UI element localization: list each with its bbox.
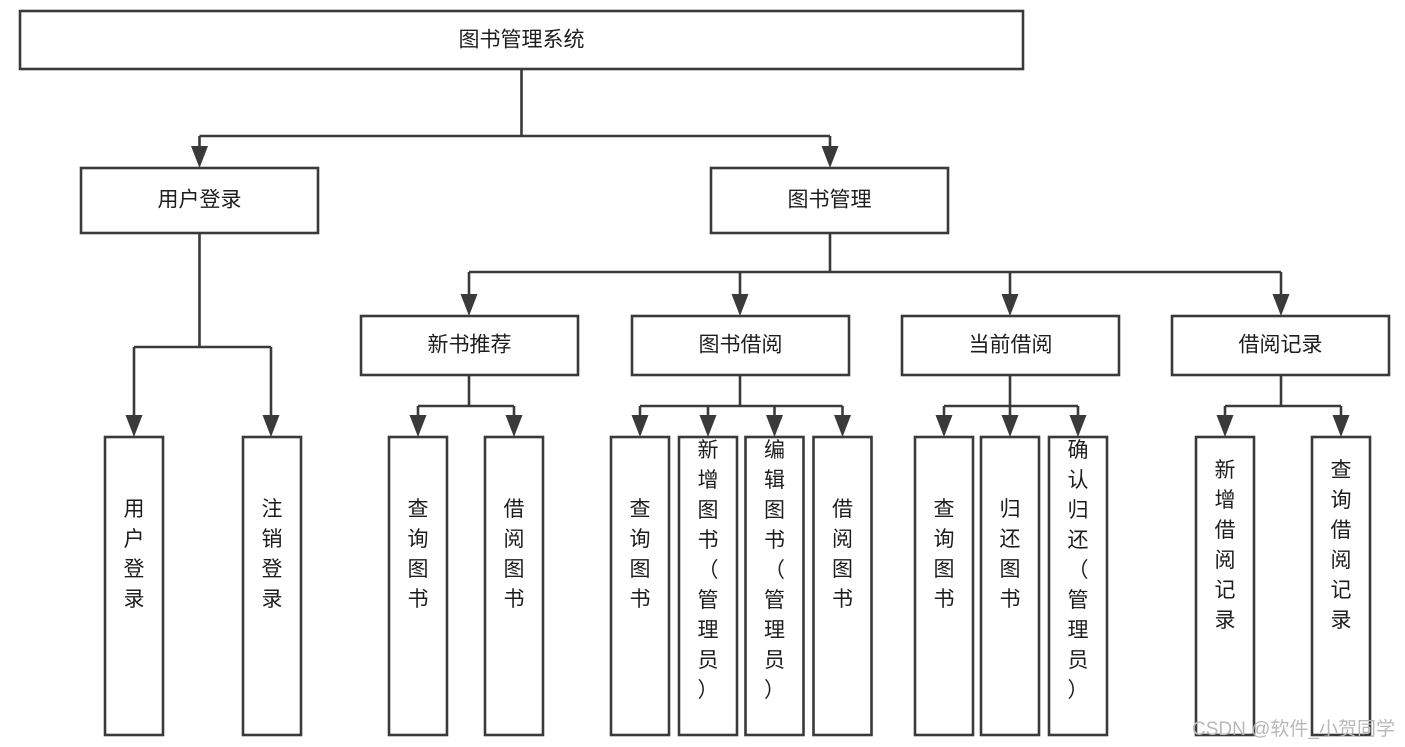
node-leaf-borrow-book-1[interactable]: 借阅图书 (483, 435, 545, 737)
node-leaf-return-book-box[interactable] (979, 435, 1041, 737)
node-leaf-edit-book-admin-label: 编辑图书（管理员） (764, 439, 785, 702)
node-borrow-record-label: 借阅记录 (1239, 334, 1323, 357)
arrow-head-leaf-query-book-1 (409, 415, 427, 437)
node-leaf-user-login[interactable]: 用户登录 (103, 435, 165, 737)
node-leaf-query-book-1-box[interactable] (387, 435, 449, 737)
node-leaf-confirm-return-admin-box[interactable] (1047, 435, 1109, 737)
node-leaf-borrow-book-1-box[interactable] (483, 435, 545, 737)
node-leaf-confirm-return-admin-label: 确认归还（管理员） (1068, 439, 1089, 702)
node-book-management-label: 图书管理 (788, 189, 872, 212)
node-leaf-query-book-3-box[interactable] (913, 435, 975, 737)
node-leaf-query-book-1[interactable]: 查询图书 (387, 435, 449, 737)
node-leaf-logout-login-label: 注销登录 (262, 498, 283, 611)
connector-group-borrow-record (1216, 375, 1350, 437)
arrow-head-leaf-edit-book-admin (766, 415, 783, 437)
node-new-book-recommend-label: 新书推荐 (428, 334, 512, 357)
node-leaf-add-book-admin-box[interactable] (677, 435, 739, 737)
node-book-borrow[interactable]: 图书借阅 (630, 314, 851, 377)
node-book-management-box[interactable] (709, 166, 950, 235)
node-leaf-add-book-admin-label: 新增图书（管理员） (698, 439, 719, 702)
node-root-box[interactable] (18, 9, 1025, 71)
node-leaf-logout-login[interactable]: 注销登录 (241, 435, 303, 737)
node-borrow-record-box[interactable] (1170, 314, 1391, 377)
arrow-head-leaf-confirm-return-admin (1069, 415, 1087, 437)
node-leaf-edit-book-admin[interactable]: 编辑图书（管理员） (744, 435, 805, 737)
node-leaf-query-book-2[interactable]: 查询图书 (609, 435, 671, 737)
node-borrow-record[interactable]: 借阅记录 (1170, 314, 1391, 377)
node-leaf-query-book-2-label: 查询图书 (630, 498, 651, 611)
connector-group-user-login (125, 233, 280, 437)
arrow-head-leaf-query-borrow-record (1332, 415, 1350, 437)
arrow-head-user-login (191, 146, 208, 168)
connector-group-book-management (460, 233, 1290, 316)
node-leaf-logout-login-box[interactable] (241, 435, 303, 737)
node-new-book-recommend-box[interactable] (359, 314, 580, 377)
connector-group-root (191, 69, 839, 168)
arrow-head-leaf-add-book-admin (699, 415, 717, 437)
node-root-label: 图书管理系统 (459, 29, 585, 52)
node-leaf-user-login-label: 用户登录 (124, 498, 145, 611)
arrow-head-leaf-borrow-book-2 (834, 415, 851, 437)
node-current-borrow-label: 当前借阅 (969, 334, 1053, 357)
node-leaf-return-book[interactable]: 归还图书 (979, 435, 1041, 737)
arrow-head-book-borrow (731, 294, 749, 316)
node-book-borrow-box[interactable] (630, 314, 851, 377)
node-leaf-user-login-box[interactable] (103, 435, 165, 737)
node-leaf-add-borrow-record[interactable]: 新增借阅记录 (1194, 435, 1256, 737)
connector-group-current-borrow (935, 375, 1087, 437)
node-leaf-query-book-3[interactable]: 查询图书 (913, 435, 975, 737)
arrow-head-leaf-logout-login (262, 415, 280, 437)
node-book-borrow-label: 图书借阅 (699, 334, 783, 357)
node-current-borrow[interactable]: 当前借阅 (900, 314, 1121, 377)
arrow-head-leaf-borrow-book-1 (505, 415, 523, 437)
connector-group-book-borrow (631, 375, 851, 437)
arrow-head-leaf-add-borrow-record (1216, 415, 1234, 437)
node-leaf-edit-book-admin-box[interactable] (744, 435, 805, 737)
node-leaf-borrow-book-2-label: 借阅图书 (832, 498, 853, 611)
node-book-management[interactable]: 图书管理 (709, 166, 950, 235)
arrow-head-leaf-user-login (125, 415, 143, 437)
node-leaf-add-book-admin[interactable]: 新增图书（管理员） (677, 435, 739, 737)
node-leaf-query-borrow-record-label: 查询借阅记录 (1331, 459, 1352, 632)
node-leaf-borrow-book-2-box[interactable] (812, 435, 873, 737)
arrow-head-book-management (821, 146, 839, 168)
arrow-head-leaf-query-book-2 (631, 415, 649, 437)
node-user-login-box[interactable] (79, 166, 320, 235)
arrow-head-leaf-query-book-3 (935, 415, 953, 437)
connector-group-new-book-recommend (409, 375, 523, 437)
node-leaf-add-borrow-record-label: 新增借阅记录 (1215, 459, 1236, 632)
node-root[interactable]: 图书管理系统 (18, 9, 1025, 71)
node-leaf-borrow-book-2[interactable]: 借阅图书 (812, 435, 873, 737)
node-new-book-recommend[interactable]: 新书推荐 (359, 314, 580, 377)
node-leaf-query-borrow-record-box[interactable] (1310, 435, 1372, 737)
node-leaf-query-book-2-box[interactable] (609, 435, 671, 737)
node-current-borrow-box[interactable] (900, 314, 1121, 377)
node-leaf-confirm-return-admin[interactable]: 确认归还（管理员） (1047, 435, 1109, 737)
node-leaf-borrow-book-1-label: 借阅图书 (504, 498, 525, 611)
node-leaf-add-borrow-record-box[interactable] (1194, 435, 1256, 737)
node-leaf-query-borrow-record[interactable]: 查询借阅记录 (1310, 435, 1372, 737)
node-leaf-query-book-3-label: 查询图书 (934, 498, 955, 611)
node-leaf-return-book-label: 归还图书 (1000, 498, 1021, 611)
arrow-head-current-borrow (1001, 294, 1019, 316)
node-user-login-label: 用户登录 (158, 189, 242, 212)
node-user-login[interactable]: 用户登录 (79, 166, 320, 235)
node-leaf-query-book-1-label: 查询图书 (408, 498, 429, 611)
arrow-head-new-book-recommend (460, 294, 478, 316)
arrow-head-borrow-record (1272, 294, 1290, 316)
arrow-head-leaf-return-book (1001, 415, 1019, 437)
